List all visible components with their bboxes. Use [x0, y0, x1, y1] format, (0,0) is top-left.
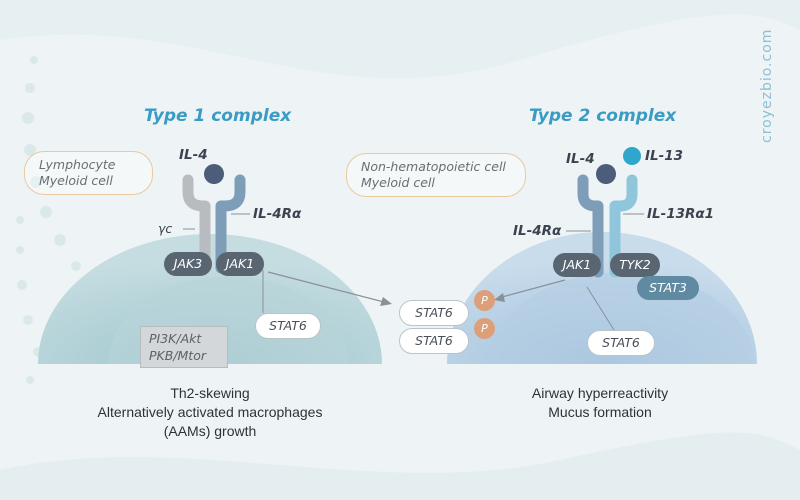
gamma-c-label: γc [158, 221, 173, 236]
background-wave [0, 432, 800, 500]
jak1-kinase-type2: JAK1 [553, 253, 601, 277]
outcome-line: Alternatively activated macrophages [97, 404, 323, 420]
il4ra-label-type1: IL-4Rα [253, 206, 302, 222]
il4ra-chain-type2 [577, 174, 604, 278]
stat6-type2: STAT6 [587, 330, 655, 356]
stat6-type1: STAT6 [255, 313, 321, 339]
leader-lines [183, 213, 644, 331]
cell-type-label: Myeloid cell [361, 175, 435, 190]
stat6-center-top: STAT6 [399, 300, 469, 326]
stat6-center-bottom: STAT6 [399, 328, 469, 354]
cell-type-label: Myeloid cell [39, 173, 113, 188]
il4-ligand-left [204, 164, 224, 184]
il13-ligand [623, 147, 641, 165]
outcome-line: Airway hyperreactivity [531, 385, 669, 401]
il13ra1-label: IL-13Rα1 [647, 206, 715, 222]
type2-outcome: Airway hyperreactivity Mucus formation [490, 384, 710, 422]
tyk2-kinase: TYK2 [610, 253, 660, 277]
il4-ligand-right [596, 164, 616, 184]
gamma-c-chain [182, 174, 211, 274]
type2-title: Type 2 complex [529, 106, 677, 126]
il4ra-label-type2: IL-4Rα [513, 223, 562, 239]
phosphate-bottom: P [474, 318, 495, 339]
phosphate-top: P [474, 290, 495, 311]
outcome-line: (AAMs) growth [163, 423, 257, 439]
jak1-kinase-type1: JAK1 [216, 252, 264, 276]
activation-arrows [267, 271, 566, 306]
stat3: STAT3 [637, 276, 699, 300]
jak3-kinase: JAK3 [164, 252, 212, 276]
type2-cell-types: Non-hematopoietic cell Myeloid cell [346, 153, 526, 197]
type1-title: Type 1 complex [144, 106, 292, 126]
pathway-label: PI3K/Akt [149, 331, 202, 346]
outcome-line: Mucus formation [548, 404, 652, 420]
pi3k-pathway-box: PI3K/Akt PKB/Mtor [140, 326, 228, 368]
il4-label-type2: IL-4 [566, 151, 595, 167]
type1-cell-types: Lymphocyte Myeloid cell [24, 151, 153, 195]
il13-label: IL-13 [645, 148, 684, 164]
il13ra1-chain [609, 174, 638, 278]
cell-type-label: Non-hematopoietic cell [361, 159, 506, 174]
cell-type-label: Lymphocyte [39, 157, 116, 172]
watermark: croyezbio.com [759, 28, 775, 143]
type1-outcome: Th2-skewing Alternatively activated macr… [60, 384, 360, 441]
il4ra-chain-type1 [215, 174, 246, 274]
il4-label-type1: IL-4 [179, 147, 208, 163]
pathway-label: PKB/Mtor [149, 348, 206, 363]
decorative-dots [16, 56, 81, 384]
background-wave [0, 0, 800, 79]
outcome-line: Th2-skewing [170, 385, 250, 401]
